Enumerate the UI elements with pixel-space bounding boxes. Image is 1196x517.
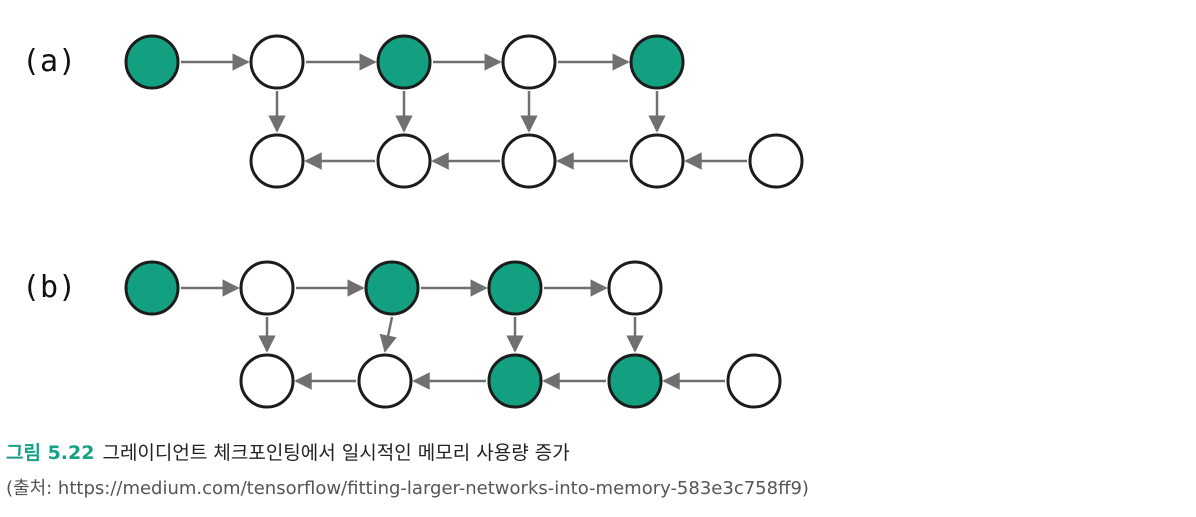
node-a-top-3 [501, 34, 557, 90]
node-b-bottom-3 [607, 353, 663, 409]
node-a-bottom-4 [748, 133, 804, 189]
node-a-bottom-0 [249, 133, 305, 189]
arrow-b-down-2 [379, 316, 397, 353]
node-b-bottom-1 [357, 353, 413, 409]
node-b-top-1 [239, 260, 295, 316]
node-a-bottom-3 [629, 133, 685, 189]
node-b-top-3 [487, 260, 543, 316]
diagram-b-label: (b) [22, 270, 76, 305]
diagram-a: (a) [22, 34, 804, 189]
node-a-top-2 [376, 34, 432, 90]
node-b-top-2 [364, 260, 420, 316]
figure-caption: 그림 5.22 그레이디언트 체크포인팅에서 일시적인 메모리 사용량 증가 [6, 438, 570, 465]
node-a-top-0 [124, 34, 180, 90]
node-a-bottom-2 [501, 133, 557, 189]
diagram-a-label: (a) [22, 44, 76, 79]
node-a-top-4 [629, 34, 685, 90]
figure-caption-text: 그레이디언트 체크포인팅에서 일시적인 메모리 사용량 증가 [102, 442, 570, 464]
diagram-b: (b) [22, 260, 782, 409]
figure-source: (출처: https://medium.com/tensorflow/fitti… [6, 478, 809, 499]
figure-number: 그림 5.22 [6, 442, 95, 464]
node-b-top-4 [607, 260, 663, 316]
node-b-bottom-0 [239, 353, 295, 409]
checkpointing-diagram: (a) (b) [22, 34, 804, 409]
node-a-bottom-1 [376, 133, 432, 189]
node-b-bottom-2 [487, 353, 543, 409]
node-a-top-1 [249, 34, 305, 90]
node-b-bottom-4 [726, 353, 782, 409]
node-b-top-0 [124, 260, 180, 316]
